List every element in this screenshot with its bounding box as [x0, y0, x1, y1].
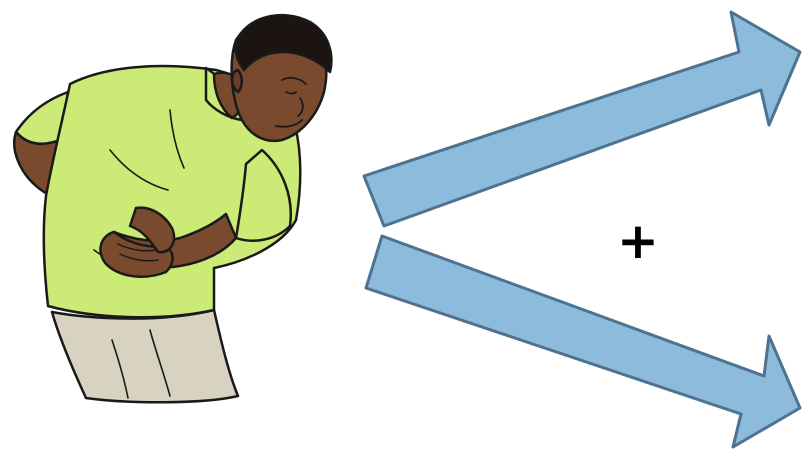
plus-sign: +: [616, 214, 660, 268]
arrow-down-right: [366, 236, 800, 447]
man-holding-stomach-illustration: [14, 15, 331, 402]
pants: [52, 310, 238, 402]
ear: [232, 70, 242, 92]
arrow-group: [364, 12, 800, 447]
arrow-up-right: [364, 12, 800, 226]
